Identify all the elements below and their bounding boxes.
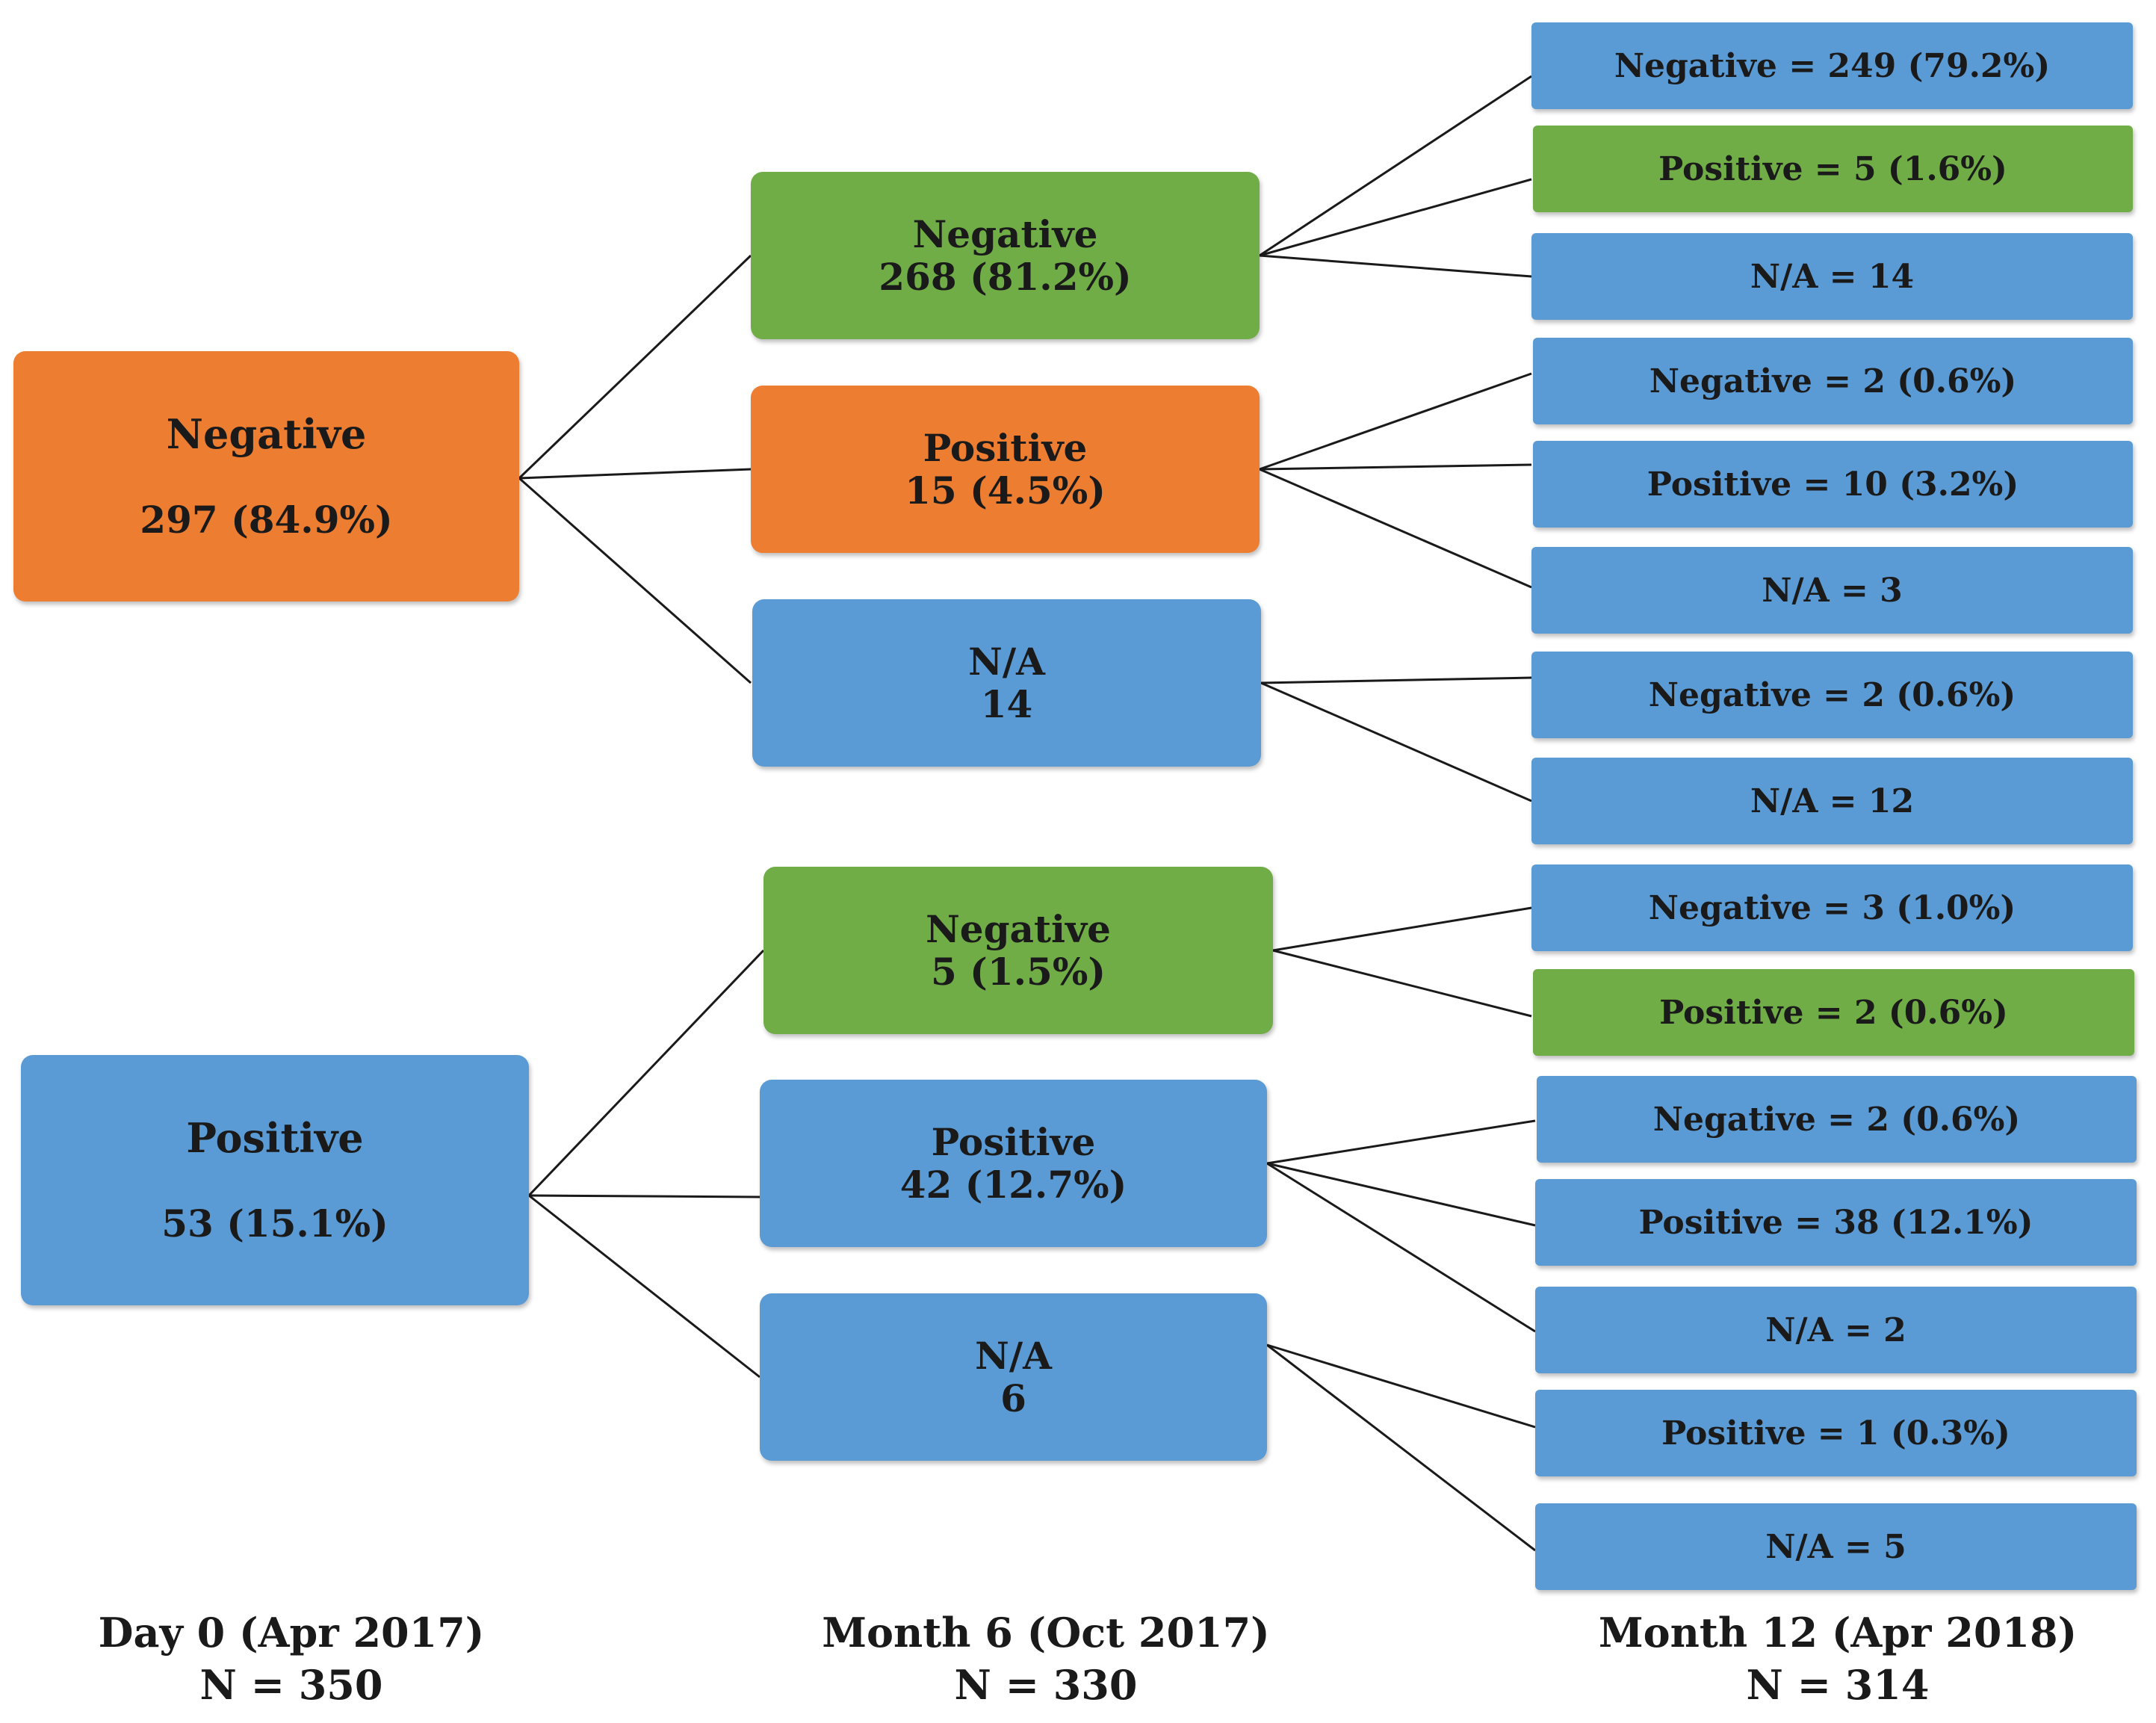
month6-negative-from-negative-node: Negative 268 (81.2%): [751, 172, 1260, 339]
node-label: Negative: [912, 211, 1098, 256]
connector: [1272, 906, 1532, 952]
connector: [1266, 1162, 1536, 1333]
column-n: N = 314: [1746, 1661, 1930, 1710]
column-title: Month 6 (Oct 2017): [822, 1609, 1270, 1657]
connector: [1259, 254, 1532, 278]
month12-leaf: Negative = 3 (1.0%): [1531, 864, 2133, 951]
node-label: Negative: [166, 410, 367, 459]
node-label: N/A: [975, 1333, 1052, 1378]
connector: [1266, 1343, 1536, 1552]
node-value: 15 (4.5%): [905, 468, 1106, 513]
connector: [1266, 1162, 1536, 1227]
node-value: 297 (84.9%): [140, 497, 393, 542]
month12-leaf: Positive = 2 (0.6%): [1533, 969, 2134, 1056]
day0-negative-node: Negative 297 (84.9%): [13, 351, 519, 601]
month12-leaf: Positive = 10 (3.2%): [1533, 441, 2133, 528]
node-value: 14: [980, 682, 1033, 726]
column-title: Month 12 (Apr 2018): [1598, 1609, 2078, 1657]
month6-column-footer: Month 6 (Oct 2017) N = 330: [792, 1606, 1300, 1711]
connector: [1259, 468, 1532, 589]
month12-leaf: Negative = 2 (0.6%): [1531, 652, 2133, 738]
month12-leaf: N/A = 14: [1531, 233, 2133, 320]
month12-leaf: Positive = 1 (0.3%): [1535, 1390, 2137, 1476]
node-value: 6: [1000, 1376, 1026, 1420]
column-n: N = 330: [954, 1661, 1138, 1710]
connector: [1260, 676, 1532, 684]
month6-na-from-negative-node: N/A 14: [752, 599, 1261, 767]
node-label: Positive: [931, 1119, 1096, 1164]
month12-leaf: Positive = 38 (12.1%): [1535, 1179, 2137, 1266]
connector: [518, 468, 752, 480]
day0-column-footer: Day 0 (Apr 2017) N = 350: [75, 1606, 508, 1711]
connector: [1266, 1343, 1536, 1429]
day0-positive-node: Positive 53 (15.1%): [21, 1055, 529, 1305]
month6-positive-from-positive-node: Positive 42 (12.7%): [760, 1080, 1267, 1247]
month12-leaf: N/A = 5: [1535, 1503, 2137, 1590]
month6-na-from-positive-node: N/A 6: [760, 1293, 1267, 1461]
connector: [1266, 1119, 1536, 1165]
connector: [528, 1194, 761, 1198]
month12-leaf: Negative = 2 (0.6%): [1537, 1076, 2137, 1163]
node-label: Positive: [186, 1114, 364, 1163]
month12-leaf: Positive = 5 (1.6%): [1533, 126, 2133, 212]
month12-leaf: Negative = 2 (0.6%): [1533, 338, 2133, 424]
connector: [528, 1194, 761, 1379]
month12-leaf: N/A = 2: [1535, 1287, 2137, 1373]
connector: [1259, 75, 1532, 257]
connector: [518, 477, 752, 684]
month12-leaf: N/A = 3: [1531, 547, 2133, 634]
node-label: Positive: [923, 425, 1088, 470]
connector: [527, 949, 765, 1197]
column-n: N = 350: [199, 1661, 383, 1710]
node-value: 42 (12.7%): [899, 1163, 1127, 1207]
month6-positive-from-negative-node: Positive 15 (4.5%): [751, 386, 1260, 553]
month12-leaf: Negative = 249 (79.2%): [1531, 22, 2133, 109]
connector: [1272, 949, 1532, 1018]
node-label: N/A: [968, 639, 1045, 684]
node-label: Negative: [926, 906, 1111, 951]
month12-column-footer: Month 12 (Apr 2018) N = 314: [1576, 1606, 2099, 1711]
node-value: 5 (1.5%): [930, 950, 1106, 994]
connector: [518, 254, 752, 480]
node-value: 53 (15.1%): [161, 1201, 388, 1246]
column-title: Day 0 (Apr 2017): [98, 1609, 485, 1657]
connector: [1260, 681, 1532, 802]
connector: [1259, 463, 1532, 471]
node-value: 268 (81.2%): [879, 255, 1132, 299]
month12-leaf: N/A = 12: [1531, 758, 2133, 844]
connector: [1259, 372, 1532, 471]
month6-negative-from-positive-node: Negative 5 (1.5%): [763, 867, 1273, 1034]
connector: [1259, 178, 1532, 257]
